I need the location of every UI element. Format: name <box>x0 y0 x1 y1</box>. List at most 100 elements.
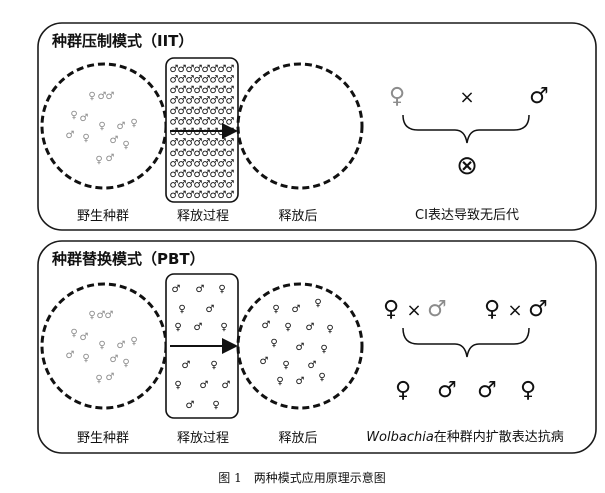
iit-released-male-27: ♂ <box>194 96 203 107</box>
pbt-wild-mosquito-2: ♂ <box>105 310 114 321</box>
iit-released-male-72: ♂ <box>170 159 179 170</box>
iit-released-male-58: ♂ <box>186 138 195 149</box>
pbt-after-mosquito-7: ♀ <box>270 338 277 349</box>
pbt-panel-title: 种群替换模式（PBT） <box>51 250 205 268</box>
iit-released-male-83: ♂ <box>194 169 203 180</box>
iit-wild-population-symbols: ♀♂♂♀♂♀♂♀♂♀♂♀♀♂ <box>66 91 138 166</box>
iit-released-male-79: ♂ <box>226 159 235 170</box>
pbt-wild-mosquito-6: ♂ <box>117 340 126 351</box>
pbt-released-mosquito-4: ♂ <box>206 304 215 315</box>
iit-released-male-30: ♂ <box>218 96 227 107</box>
pbt-wild-mosquito-9: ♀ <box>82 353 89 364</box>
iit-released-male-75: ♂ <box>194 159 203 170</box>
iit-wild-mosquito-10: ♂ <box>110 135 119 146</box>
pbt-after-mosquito-10: ♂ <box>260 356 269 367</box>
iit-released-male-87: ♂ <box>226 169 235 180</box>
iit-released-male-34: ♂ <box>186 106 195 117</box>
pbt-released-mosquito-3: ♀ <box>178 304 185 315</box>
iit-wild-mosquito-1: ♂ <box>98 91 107 102</box>
iit-result-label: CI表达导致无后代 <box>415 208 519 223</box>
pbt-cross1-female-symbol: ♀ <box>383 297 399 322</box>
pbt-released-mosquito-7: ♀ <box>220 322 227 333</box>
pbt-released-mosquito-6: ♂ <box>194 322 203 333</box>
figure-label: 图 1 <box>218 471 241 485</box>
iit-wild-mosquito-5: ♀ <box>98 121 105 132</box>
iit-released-male-17: ♂ <box>178 85 187 96</box>
pbt-released-mosquito-10: ♀ <box>174 380 181 391</box>
pbt-cross2-female-symbol: ♀ <box>484 297 500 322</box>
iit-released-male-91: ♂ <box>194 180 203 191</box>
iit-released-male-39: ♂ <box>226 106 235 117</box>
iit-released-male-18: ♂ <box>186 85 195 96</box>
pbt-result-rest: 在种群内扩散表达抗病 <box>434 429 564 445</box>
pbt-offspring-female-1: ♀ <box>395 378 411 403</box>
iit-no-offspring-symbol: ⊗ <box>456 151 478 181</box>
iit-released-male-48: ♂ <box>170 127 179 138</box>
pbt-after-mosquito-6: ♀ <box>326 324 333 335</box>
pbt-after-release-circle <box>236 282 364 410</box>
pbt-released-mosquito-14: ♀ <box>212 400 219 411</box>
iit-released-male-60: ♂ <box>202 138 211 149</box>
iit-released-male-10: ♂ <box>186 75 195 86</box>
iit-cross-bracket <box>402 114 530 144</box>
iit-released-male-4: ♂ <box>202 64 211 75</box>
iit-released-male-29: ♂ <box>210 96 219 107</box>
iit-released-male-44: ♂ <box>202 117 211 128</box>
iit-released-male-100: ♂ <box>202 190 211 201</box>
pbt-wild-mosquito-5: ♀ <box>98 340 105 351</box>
iit-released-male-5: ♂ <box>210 64 219 75</box>
iit-released-male-62: ♂ <box>218 138 227 149</box>
iit-released-male-103: ♂ <box>226 190 235 201</box>
iit-released-male-82: ♂ <box>186 169 195 180</box>
iit-released-male-69: ♂ <box>210 148 219 159</box>
iit-released-male-12: ♂ <box>202 75 211 86</box>
pbt-after-mosquito-12: ♂ <box>308 360 317 371</box>
iit-wild-mosquito-12: ♀ <box>95 155 102 166</box>
pbt-after-mosquito-9: ♀ <box>320 344 327 355</box>
pbt-offspring-male-2: ♂ <box>477 378 497 403</box>
iit-wild-mosquito-11: ♀ <box>122 140 129 151</box>
iit-released-male-71: ♂ <box>226 148 235 159</box>
pbt-after-mosquito-3: ♂ <box>262 320 271 331</box>
iit-released-male-93: ♂ <box>210 180 219 191</box>
pbt-panel: 种群替换模式（PBT） ♀♂♂♀♂♀♂♀♂♀♂♀♀♂ ♂♂♀♀♂♀♂♀♂♀♀♂♂… <box>37 240 597 454</box>
iit-released-male-46: ♂ <box>218 117 227 128</box>
iit-released-male-7: ♂ <box>226 64 235 75</box>
iit-wild-mosquito-3: ♀ <box>70 110 77 121</box>
iit-released-male-42: ♂ <box>186 117 195 128</box>
iit-wild-mosquito-7: ♀ <box>130 118 137 129</box>
iit-released-male-22: ♂ <box>218 85 227 96</box>
iit-released-male-97: ♂ <box>178 190 187 201</box>
iit-released-male-63: ♂ <box>226 138 235 149</box>
iit-released-male-40: ♂ <box>170 117 179 128</box>
pbt-after-mosquito-14: ♂ <box>296 376 305 387</box>
pbt-after-mosquito-1: ♂ <box>292 304 301 315</box>
iit-stage-wild-label: 野生种群 <box>77 209 129 224</box>
pbt-wild-mosquito-4: ♂ <box>80 332 89 343</box>
iit-released-male-6: ♂ <box>218 64 227 75</box>
iit-released-male-23: ♂ <box>226 85 235 96</box>
pbt-after-mosquito-5: ♂ <box>306 322 315 333</box>
iit-released-male-26: ♂ <box>186 96 195 107</box>
iit-cross-female-symbol: ♀ <box>389 84 405 109</box>
pbt-after-mosquito-13: ♀ <box>276 376 283 387</box>
iit-wild-mosquito-8: ♂ <box>66 130 75 141</box>
iit-released-male-1: ♂ <box>178 64 187 75</box>
iit-panel: 种群压制模式（IIT） ♀♂♂♀♂♀♂♀♂♀♂♀♀♂ ♂♂♂♂♂♂♂♂♂♂♂♂♂… <box>37 22 597 231</box>
iit-released-male-102: ♂ <box>218 190 227 201</box>
iit-wild-mosquito-9: ♀ <box>82 133 89 144</box>
pbt-result-wolbachia: Wolbachia <box>366 430 434 445</box>
iit-released-male-80: ♂ <box>170 169 179 180</box>
pbt-wild-mosquito-3: ♀ <box>70 328 77 339</box>
iit-released-male-99: ♂ <box>194 190 203 201</box>
iit-released-male-24: ♂ <box>170 96 179 107</box>
iit-released-male-61: ♂ <box>210 138 219 149</box>
pbt-released-mosquito-8: ♂ <box>182 360 191 371</box>
pbt-wild-mosquito-8: ♂ <box>66 350 75 361</box>
iit-released-male-89: ♂ <box>178 180 187 191</box>
iit-released-male-56: ♂ <box>170 138 179 149</box>
iit-released-male-74: ♂ <box>186 159 195 170</box>
iit-released-male-14: ♂ <box>218 75 227 86</box>
iit-released-male-8: ♂ <box>170 75 179 86</box>
